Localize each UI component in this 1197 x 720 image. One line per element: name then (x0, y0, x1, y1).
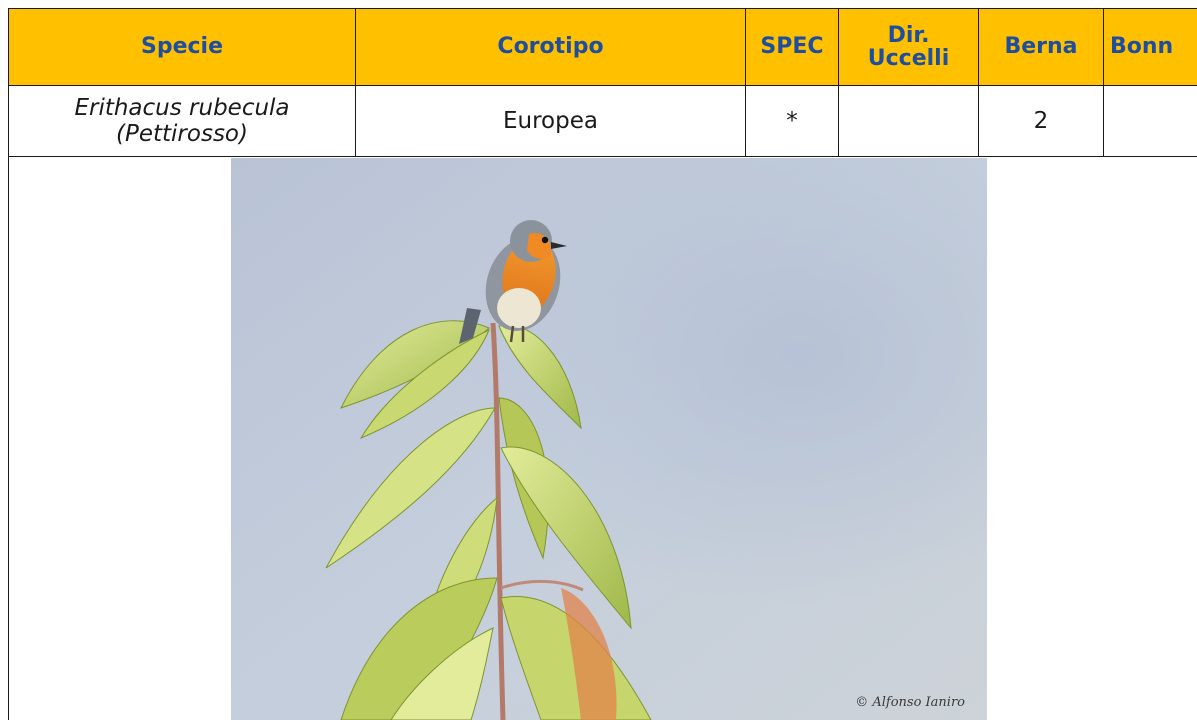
robin (459, 220, 567, 344)
species-table: Specie Corotipo SPEC Dir. Uccelli Berna … (8, 8, 1197, 157)
header-dir-uccelli-line2: Uccelli (867, 46, 950, 71)
header-specie: Specie (8, 8, 356, 86)
photo-credit: © Alfonso Ianiro (855, 695, 965, 710)
cell-dir-uccelli (838, 85, 979, 157)
scientific-name: Erithacus rubecula (74, 94, 290, 121)
robin-photo-image (231, 158, 987, 720)
header-berna: Berna (978, 8, 1104, 86)
header-corotipo: Corotipo (355, 8, 746, 86)
cell-bonn (1103, 85, 1197, 157)
header-dir-uccelli: Dir. Uccelli (838, 8, 979, 86)
cell-specie: Erithacus rubecula (Pettirosso) (8, 85, 356, 157)
cell-berna: 2 (978, 85, 1104, 157)
header-dir-uccelli-line1: Dir. (887, 22, 930, 48)
common-name: (Pettirosso) (116, 121, 248, 147)
leaves (325, 320, 652, 720)
cell-spec: * (745, 85, 839, 157)
photo-cell (8, 155, 1197, 720)
robin-photo: © Alfonso Ianiro (231, 158, 987, 720)
header-bonn: Bonn (1103, 8, 1197, 86)
table-header-row: Specie Corotipo SPEC Dir. Uccelli Berna … (8, 8, 1197, 86)
cell-corotipo: Europea (355, 85, 746, 157)
table-row: Erithacus rubecula (Pettirosso) Europea … (8, 85, 1197, 157)
header-spec: SPEC (745, 8, 839, 86)
